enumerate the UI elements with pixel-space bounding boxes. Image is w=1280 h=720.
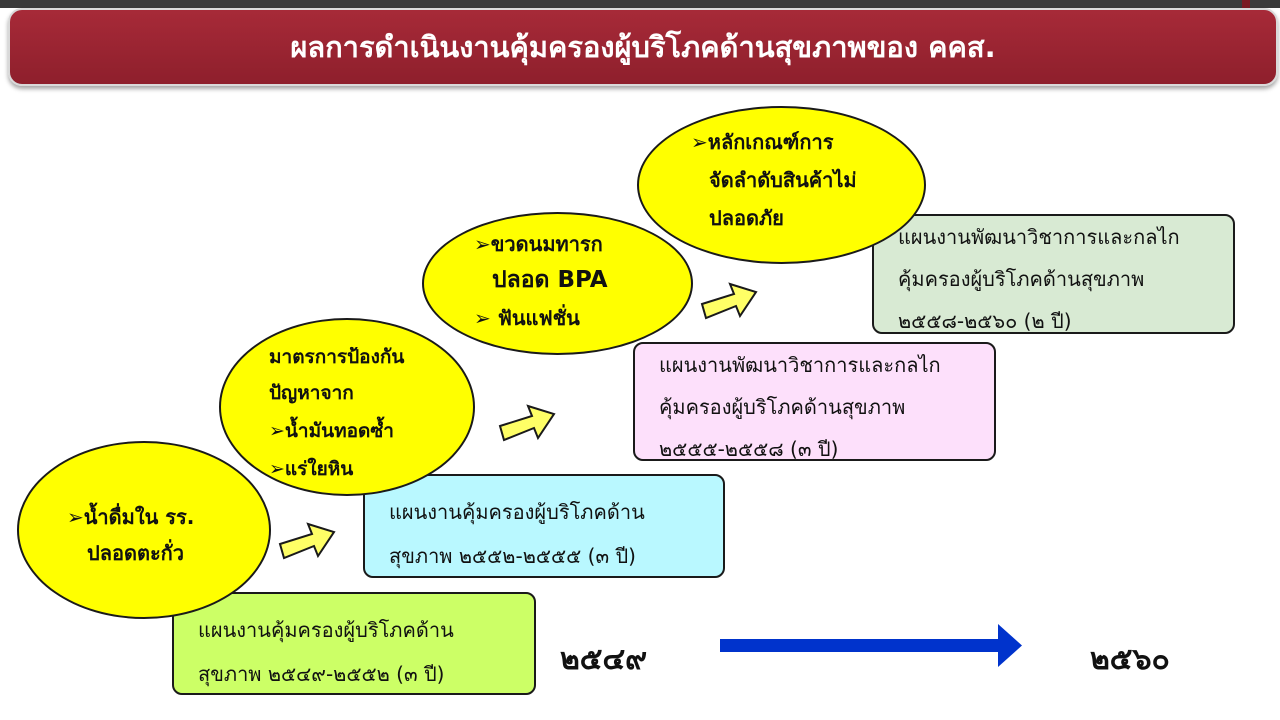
plan-4-line-3: ๒๕๕๘-๒๕๖๐ (๒ ปี) — [898, 309, 1072, 333]
highlight-1-line-2: ปลอดตะกั่ว — [87, 541, 185, 565]
top-bar-accent — [1242, 0, 1250, 14]
highlight-3-line-1: ➢ขวดนมทารก — [474, 232, 603, 256]
highlight-4-line-2: จัดลำดับสินค้าไม่ — [709, 168, 857, 192]
plan-box-3: แผนงานพัฒนาวิชาการและกลไก คุ้มครองผู้บริ… — [633, 342, 996, 461]
highlight-4-line-3: ปลอดภัย — [709, 206, 784, 230]
highlight-4-line-1: ➢หลักเกณฑ์การ — [691, 130, 834, 154]
plan-1-line-1: แผนงานคุ้มครองผู้บริโภคด้าน — [198, 618, 454, 642]
step-arrow-icon-3 — [700, 282, 758, 320]
plan-box-2: แผนงานคุ้มครองผู้บริโภคด้าน สุขภาพ ๒๕๕๒-… — [363, 474, 725, 578]
highlight-ellipse-1: ➢น้ำดื่มใน รร. ปลอดตะกั่ว — [17, 441, 271, 619]
plan-box-1: แผนงานคุ้มครองผู้บริโภคด้าน สุขภาพ ๒๕๔๙-… — [172, 592, 536, 695]
plan-3-line-2: คุ้มครองผู้บริโภคด้านสุขภาพ — [659, 395, 906, 419]
plan-2-line-1: แผนงานคุ้มครองผู้บริโภคด้าน — [389, 500, 645, 524]
timeline-start-year: ๒๕๔๙ — [560, 642, 648, 677]
highlight-2-line-3: ➢น้ำมันทอดซ้ำ — [269, 420, 394, 442]
step-arrow-icon-1 — [278, 522, 336, 560]
top-bar — [0, 0, 1280, 8]
plan-4-line-1: แผนงานพัฒนาวิชาการและกลไก — [898, 225, 1180, 249]
plan-box-4: แผนงานพัฒนาวิชาการและกลไก คุ้มครองผู้บริ… — [872, 214, 1235, 334]
highlight-2-line-2: ปัญหาจาก — [269, 382, 354, 404]
timeline-end-year: ๒๕๖๐ — [1090, 642, 1170, 677]
plan-3-line-3: ๒๕๕๕-๒๕๕๘ (๓ ปี) — [659, 437, 839, 461]
highlight-ellipse-4: ➢หลักเกณฑ์การ จัดลำดับสินค้าไม่ ปลอดภัย — [637, 106, 926, 264]
page-title: ผลการดำเนินงานคุ้มครองผู้บริโภคด้านสุขภา… — [290, 30, 996, 64]
step-arrow-icon-2 — [498, 404, 556, 442]
highlight-3-line-2: ปลอด BPA — [492, 267, 608, 293]
highlight-1-line-1: ➢น้ำดื่มใน รร. — [67, 505, 195, 529]
plan-4-line-2: คุ้มครองผู้บริโภคด้านสุขภาพ — [898, 267, 1145, 291]
highlight-2-line-1: มาตรการป้องกัน — [269, 346, 405, 368]
plan-2-line-2: สุขภาพ ๒๕๕๒-๒๕๕๕ (๓ ปี) — [389, 544, 636, 568]
highlight-ellipse-2: มาตรการป้องกัน ปัญหาจาก ➢น้ำมันทอดซ้ำ ➢แ… — [219, 318, 475, 496]
plan-3-line-1: แผนงานพัฒนาวิชาการและกลไก — [659, 353, 941, 377]
highlight-2-line-4: ➢แร่ใยหิน — [269, 458, 354, 480]
highlight-3-line-3: ➢ ฟันแฟชั่น — [474, 306, 580, 330]
timeline-arrow-icon — [720, 624, 1022, 667]
title-banner: ผลการดำเนินงานคุ้มครองผู้บริโภคด้านสุขภา… — [8, 8, 1278, 86]
highlight-ellipse-3: ➢ขวดนมทารก ปลอด BPA ➢ ฟันแฟชั่น — [422, 212, 693, 355]
plan-1-line-2: สุขภาพ ๒๕๔๙-๒๕๕๒ (๓ ปี) — [198, 662, 445, 686]
